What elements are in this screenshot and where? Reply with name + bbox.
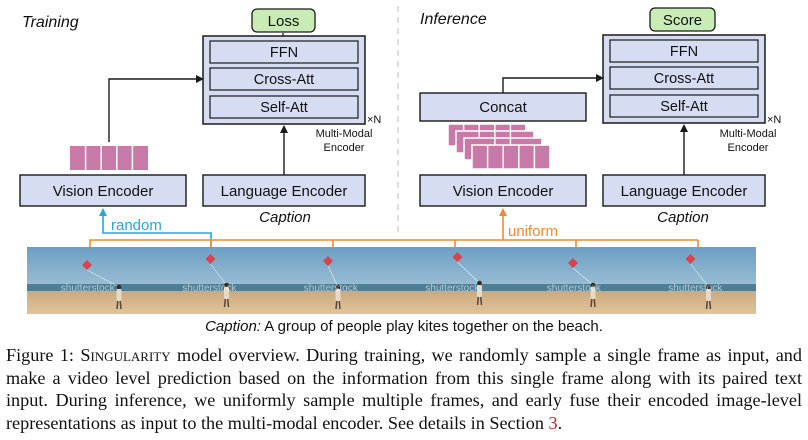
repeat-label: ×N — [367, 114, 381, 126]
video-frame: shutterstock — [270, 247, 392, 314]
caption-input-label: Caption — [259, 209, 311, 226]
concat-to-crossatt-arrow — [502, 74, 604, 93]
video-frame: shutterstock — [513, 247, 635, 314]
cross-att-label: Cross-Att — [654, 71, 714, 87]
watermark-text: shutterstock — [182, 283, 237, 294]
self-att-layer — [209, 95, 359, 119]
figure-caption: Figure 1: Singularity model overview. Du… — [6, 344, 802, 434]
video-frames: shutterstock shutterstock shutterstock shut… — [27, 247, 756, 314]
watermark-text: shutterstock — [547, 283, 602, 294]
caption-input-label: Caption — [657, 209, 709, 226]
frame-feature — [70, 146, 148, 170]
random-label: random — [111, 217, 162, 234]
figure-number: Figure 1: — [6, 345, 81, 365]
video-caption: Caption: A group of people play kites to… — [205, 318, 603, 335]
encoder-name-line2: Encoder — [324, 142, 365, 154]
feature-to-crossatt-arrow — [108, 75, 204, 142]
video-frame: shutterstock — [391, 247, 513, 314]
ffn-label: FFN — [670, 44, 698, 60]
score-label: Score — [663, 12, 702, 29]
cross-att-label: Cross-Att — [254, 72, 314, 88]
score-box — [649, 7, 716, 32]
language-encoder-label: Language Encoder — [621, 183, 748, 200]
inference-panel: Inference Score FFN Cross-Att Self-Att ×… — [89, 7, 781, 247]
vision-encoder-label: Vision Encoder — [453, 183, 554, 200]
cross-att-layer — [209, 67, 359, 91]
language-encoder-label: Language Encoder — [221, 183, 348, 200]
watermark-text: shutterstock — [304, 283, 359, 294]
vision-encoder-box — [19, 174, 187, 207]
watermark-text: shutterstock — [61, 283, 116, 294]
uniform-sampling-arrow — [89, 208, 507, 247]
video-caption-text: A group of people play kites together on… — [261, 318, 603, 335]
loss-label: Loss — [268, 13, 300, 30]
encoder-name-line1: Multi-Modal — [316, 128, 373, 140]
figure-caption-end: . — [557, 412, 563, 433]
watermark-text: shutterstock — [668, 283, 723, 294]
loss-box — [251, 8, 316, 33]
training-title: Training — [22, 14, 79, 31]
ffn-layer — [609, 39, 759, 63]
repeat-label: ×N — [767, 114, 781, 126]
encoder-name-line1: Multi-Modal — [720, 128, 777, 140]
video-frame: shutterstock — [27, 247, 149, 314]
vision-encoder-box — [419, 174, 587, 207]
video-frame: shutterstock — [148, 247, 270, 314]
self-att-layer — [609, 94, 759, 118]
section-reference-link[interactable]: 3 — [548, 412, 558, 433]
watermark-text: shutterstock — [425, 283, 480, 294]
inference-title: Inference — [420, 11, 487, 28]
model-name: Singularity — [80, 345, 171, 365]
ffn-label: FFN — [270, 45, 298, 61]
video-caption-label: Caption: — [205, 318, 261, 335]
self-att-label: Self-Att — [260, 100, 308, 116]
training-panel: Training Loss FFN Cross-Att Self-Att ×N … — [19, 8, 381, 247]
uniform-label: uniform — [508, 223, 558, 240]
cross-att-layer — [609, 66, 759, 90]
video-frame: shutterstock — [634, 247, 756, 314]
ffn-layer — [209, 40, 359, 64]
encoder-name-line2: Encoder — [728, 142, 769, 154]
concat-label: Concat — [479, 99, 527, 116]
self-att-label: Self-Att — [660, 99, 708, 115]
figure-caption-text: model overview. During training, we rand… — [6, 345, 802, 433]
language-encoder-box — [602, 174, 766, 207]
stacked-frame-features — [447, 123, 551, 170]
vision-encoder-label: Vision Encoder — [53, 183, 154, 200]
